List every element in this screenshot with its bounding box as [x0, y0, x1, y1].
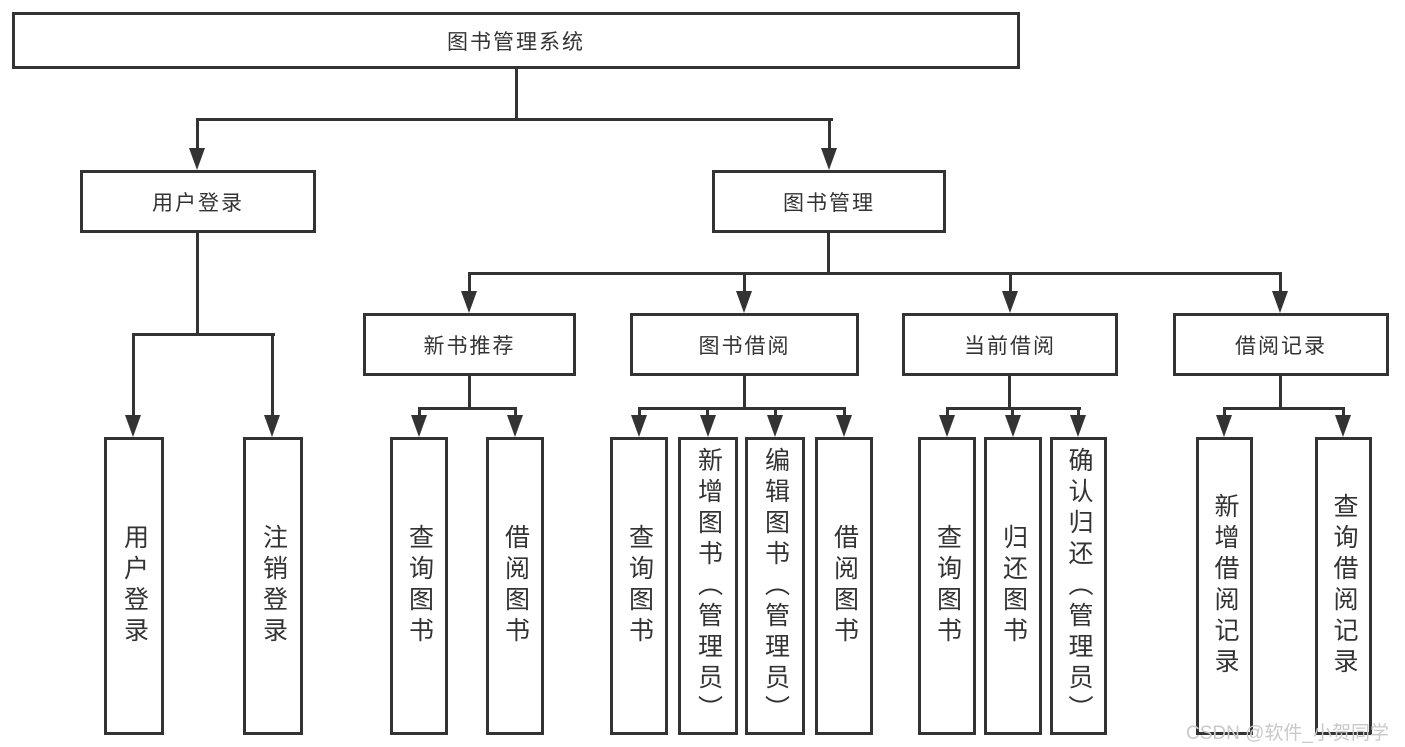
connector-line: [514, 407, 517, 417]
connector-line: [946, 407, 949, 417]
arrowhead-down-icon: [836, 415, 852, 437]
arrowhead-down-icon: [507, 415, 523, 437]
connector-line: [638, 407, 846, 410]
connector-line: [196, 118, 833, 121]
connector-line: [1008, 376, 1011, 409]
leaf-add-books-admin: 新增图书（管理员）: [678, 437, 738, 735]
node-label: 图书管理系统: [447, 30, 585, 54]
leaf-borrow-books: 借阅图书: [815, 437, 873, 735]
leaf-borrow-books: 借阅图书: [486, 437, 544, 735]
leaf-logout: 注销登录: [243, 437, 303, 735]
leaf-label: 查询借阅记录: [1330, 493, 1358, 679]
leaf-query-books: 查询图书: [390, 437, 448, 735]
node-label: 借阅记录: [1235, 334, 1327, 358]
leaf-add-borrow-record: 新增借阅记录: [1196, 437, 1253, 735]
leaf-label: 查询图书: [933, 524, 962, 648]
connector-line: [638, 407, 641, 417]
node-user-login: 用户登录: [80, 170, 316, 233]
connector-line: [1342, 407, 1345, 417]
connector-line: [743, 272, 746, 293]
arrowhead-down-icon: [1070, 415, 1086, 437]
connector-line: [515, 69, 518, 120]
node-label: 图书管理: [783, 191, 875, 215]
arrowhead-down-icon: [1272, 291, 1288, 313]
leaf-label: 查询图书: [625, 524, 654, 648]
leaf-label: 确认归还（管理员）: [1065, 446, 1093, 726]
node-book-management: 图书管理: [712, 170, 946, 233]
arrowhead-down-icon: [264, 415, 280, 437]
connector-line: [196, 233, 199, 335]
node-label: 图书借阅: [698, 334, 791, 358]
arrowhead-down-icon: [767, 415, 783, 437]
leaf-confirm-return-admin: 确认归还（管理员）: [1050, 437, 1107, 735]
arrowhead-down-icon: [736, 291, 752, 313]
connector-line: [828, 118, 831, 150]
leaf-query-books: 查询图书: [918, 437, 976, 735]
connector-line: [1011, 407, 1014, 417]
arrowhead-down-icon: [125, 415, 141, 437]
connector-line: [706, 407, 709, 417]
connector-line: [1223, 407, 1226, 417]
leaf-query-borrow-record: 查询借阅记录: [1315, 437, 1372, 735]
node-book-borrow: 图书借阅: [630, 313, 859, 376]
leaf-label: 新增图书（管理员）: [694, 446, 723, 726]
connector-line: [774, 407, 777, 417]
connector-line: [743, 376, 746, 409]
connector-line: [132, 333, 275, 336]
connector-line: [1077, 407, 1080, 417]
node-current-borrow: 当前借阅: [902, 313, 1118, 376]
connector-line: [418, 407, 517, 410]
leaf-label: 用户登录: [120, 524, 149, 648]
arrowhead-down-icon: [411, 415, 427, 437]
connector-line: [196, 118, 199, 150]
connector-line: [1279, 376, 1282, 409]
node-borrow-records: 借阅记录: [1173, 313, 1389, 376]
connector-line: [132, 333, 135, 417]
leaf-user-login: 用户登录: [104, 437, 164, 735]
leaf-label: 归还图书: [999, 524, 1028, 648]
arrowhead-down-icon: [1216, 415, 1232, 437]
connector-line: [468, 272, 471, 293]
connector-line: [1223, 407, 1345, 410]
connector-line: [271, 333, 274, 417]
connector-line: [827, 233, 830, 274]
arrowhead-down-icon: [189, 148, 205, 170]
leaf-query-books: 查询图书: [610, 437, 668, 735]
node-label: 用户登录: [152, 191, 244, 215]
arrowhead-down-icon: [1335, 415, 1351, 437]
arrowhead-down-icon: [1002, 291, 1018, 313]
arrowhead-down-icon: [939, 415, 955, 437]
leaf-label: 借阅图书: [830, 524, 859, 648]
connector-line: [418, 407, 421, 417]
connector-line: [843, 407, 846, 417]
connector-line: [1009, 272, 1012, 293]
leaf-return-books: 归还图书: [984, 437, 1042, 735]
leaf-label: 借阅图书: [501, 524, 530, 648]
csdn-watermark: CSDN @软件_小贺同学: [1186, 723, 1389, 744]
node-label: 当前借阅: [964, 334, 1056, 358]
leaf-label: 编辑图书（管理员）: [761, 446, 790, 726]
arrowhead-down-icon: [821, 148, 837, 170]
leaf-edit-books-admin: 编辑图书（管理员）: [745, 437, 805, 735]
arrowhead-down-icon: [631, 415, 647, 437]
leaf-label: 注销登录: [259, 524, 288, 648]
arrowhead-down-icon: [1005, 415, 1021, 437]
arrowhead-down-icon: [461, 291, 477, 313]
connector-line: [1279, 272, 1282, 293]
node-label: 新书推荐: [423, 334, 516, 358]
node-root-library-system: 图书管理系统: [12, 12, 1020, 69]
connector-line: [468, 376, 471, 409]
arrowhead-down-icon: [700, 415, 716, 437]
node-new-book-recommend: 新书推荐: [363, 313, 576, 376]
connector-line: [468, 272, 1282, 275]
leaf-label: 新增借阅记录: [1211, 493, 1239, 679]
leaf-label: 查询图书: [405, 524, 434, 648]
